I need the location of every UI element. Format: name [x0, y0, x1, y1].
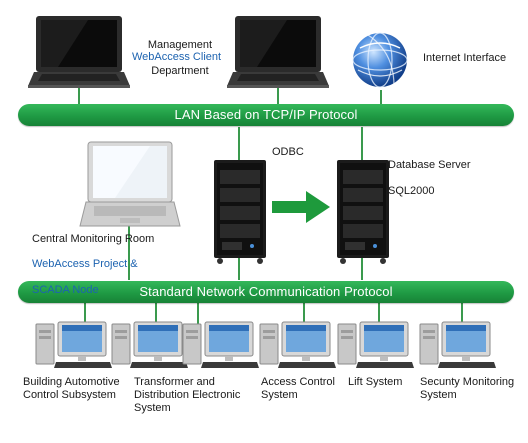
connector-pc-5	[378, 302, 380, 324]
standard-bus: Standard Network Communication Protocol	[18, 281, 514, 303]
laptop-icon	[79, 141, 181, 227]
management-client: WebAccess Client	[132, 51, 222, 63]
odbc-label: ODBC	[272, 146, 304, 158]
desktop-computer-icon	[182, 321, 259, 368]
bottom-label-access: Access Control System	[261, 376, 335, 401]
central-sub: WebAccess Project & SCADA Node	[32, 245, 138, 297]
laptop-icon	[28, 16, 130, 88]
db-line2: SQL2000	[388, 185, 435, 197]
desktop-computer-icon	[35, 321, 112, 368]
connector-pc-2	[155, 302, 157, 324]
central-title: Central Monitoring Room	[32, 233, 155, 245]
central-sub2: SCADA Node	[32, 284, 99, 296]
connector-central-laptop	[128, 226, 130, 280]
connector-pc-6	[461, 302, 463, 324]
central-sub1: WebAccess Project &	[32, 258, 138, 270]
desktop-computer-icon	[111, 321, 188, 368]
arrow-right-icon	[272, 191, 330, 223]
lan-bus: LAN Based on TCP/IP Protocol	[18, 104, 514, 126]
bottom-label-building: Building Automotive Control Subsystem	[23, 376, 120, 401]
desktop-computer-icon	[337, 321, 414, 368]
connector-pc-1	[84, 302, 86, 324]
internet-label: Internet Interface	[423, 52, 507, 64]
lan-bus-label: LAN Based on TCP/IP Protocol	[174, 107, 358, 122]
management-line1: Management	[147, 39, 213, 51]
server-rack-icon	[337, 160, 389, 264]
bottom-label-transformer: Transformer and Distribution Electronic …	[134, 376, 241, 414]
desktop-computer-icon	[419, 321, 496, 368]
connector-globe	[380, 90, 382, 105]
laptop-icon	[227, 16, 329, 88]
desktop-computer-icon	[259, 321, 336, 368]
db-label: Database Server SQL2000	[388, 146, 471, 198]
bottom-label-lift: Lift System	[348, 376, 403, 388]
connector-pc-4	[303, 302, 305, 324]
server-rack-icon	[214, 160, 266, 264]
connector-laptop-left	[78, 88, 80, 105]
management-label: Management Department	[140, 26, 220, 78]
bottom-label-security: Secunty Monitoring System	[420, 376, 515, 401]
connector-laptop-right	[277, 88, 279, 105]
db-line1: Database Server	[388, 159, 471, 171]
management-line2: Department	[151, 65, 209, 77]
standard-bus-label: Standard Network Communication Protocol	[139, 284, 393, 299]
connector-pc-3	[197, 302, 199, 324]
globe-icon	[352, 32, 408, 88]
